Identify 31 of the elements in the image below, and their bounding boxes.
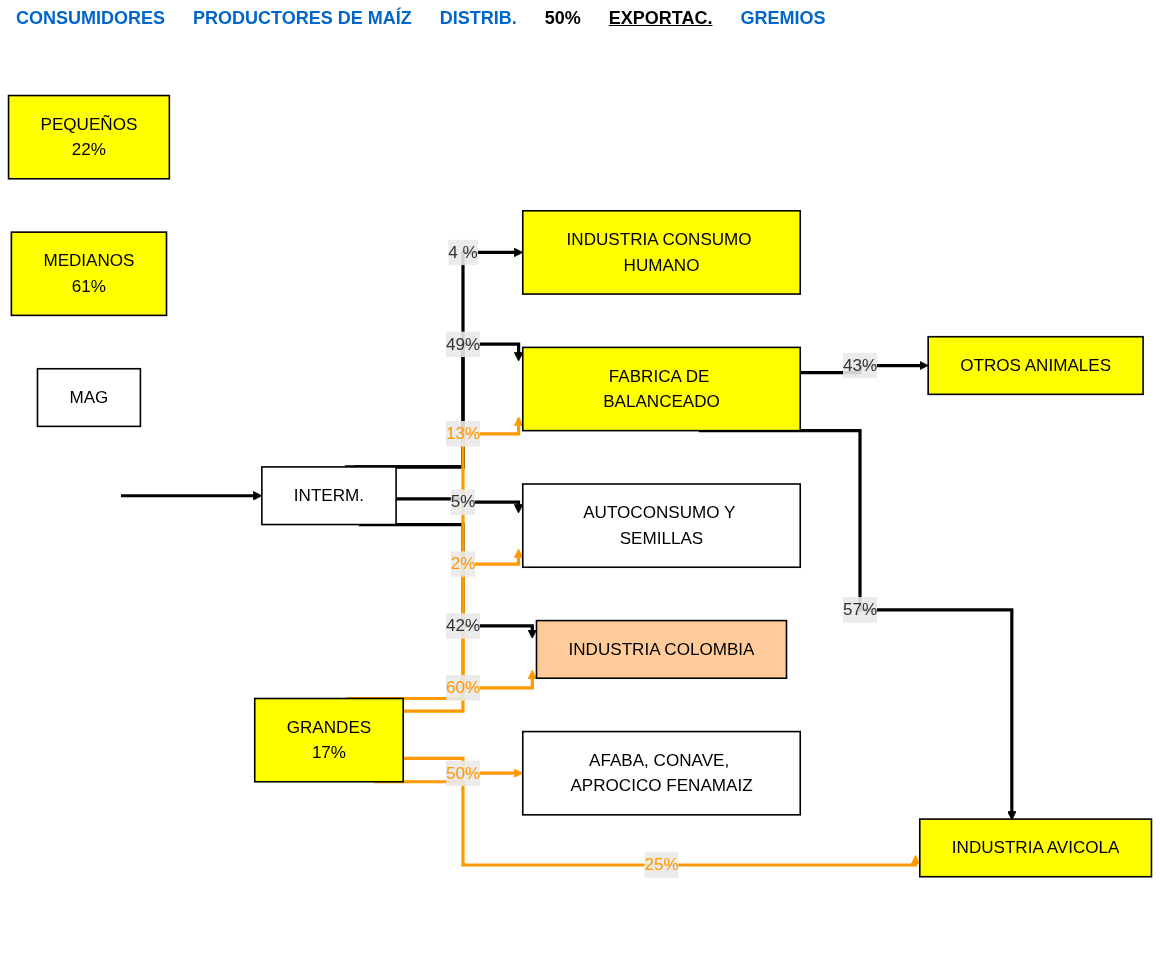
node-box: PEQUEÑOS 22%: [7, 95, 171, 180]
node-box: OTROS ANIMALES: [927, 336, 1144, 396]
edge-label: 57%: [842, 600, 878, 619]
edge-label: 60%: [445, 678, 481, 697]
arrow: [403, 670, 537, 714]
heading-text: PRODUCTORES DE MAÍZ: [193, 8, 412, 29]
node-box: MEDIANOS 61%: [10, 231, 168, 317]
heading-text: GREMIOS: [740, 8, 826, 29]
edge-label: 4 %: [448, 243, 478, 262]
heading-text: DISTRIB.: [439, 8, 517, 29]
node-box: AUTOCONSUMO Y SEMILLAS: [521, 483, 802, 569]
edge-label: 2%: [450, 554, 476, 573]
node-box: INDUSTRIA CONSUMO HUMANO: [521, 210, 802, 296]
heading-text: EXPORTAC.: [608, 8, 713, 29]
edge-label: 13%: [445, 424, 481, 443]
node-box: INDUSTRIA COLOMBIA: [535, 620, 788, 680]
edge-label: 5%: [450, 492, 476, 511]
arrow: [698, 429, 1017, 821]
edge-label: 25%: [644, 855, 679, 874]
edge-label: 42%: [445, 616, 481, 635]
node-box: AFABA, CONAVE, APROCICO FENAMAIZ: [521, 731, 802, 816]
heading-text: CONSUMIDORES: [16, 8, 165, 29]
node-box: FABRICA DE BALANCEADO: [521, 346, 802, 432]
node-box: INTERM.: [261, 466, 397, 526]
edge-label: 50%: [445, 763, 481, 783]
edge-label: 49%: [445, 334, 481, 354]
node-box: GRANDES 17%: [253, 698, 404, 783]
node-box: MAG: [36, 368, 142, 428]
edge-label: 43%: [842, 356, 878, 375]
heading-text: 50%: [544, 8, 581, 29]
node-box: INDUSTRIA AVICOLA: [919, 818, 1153, 878]
